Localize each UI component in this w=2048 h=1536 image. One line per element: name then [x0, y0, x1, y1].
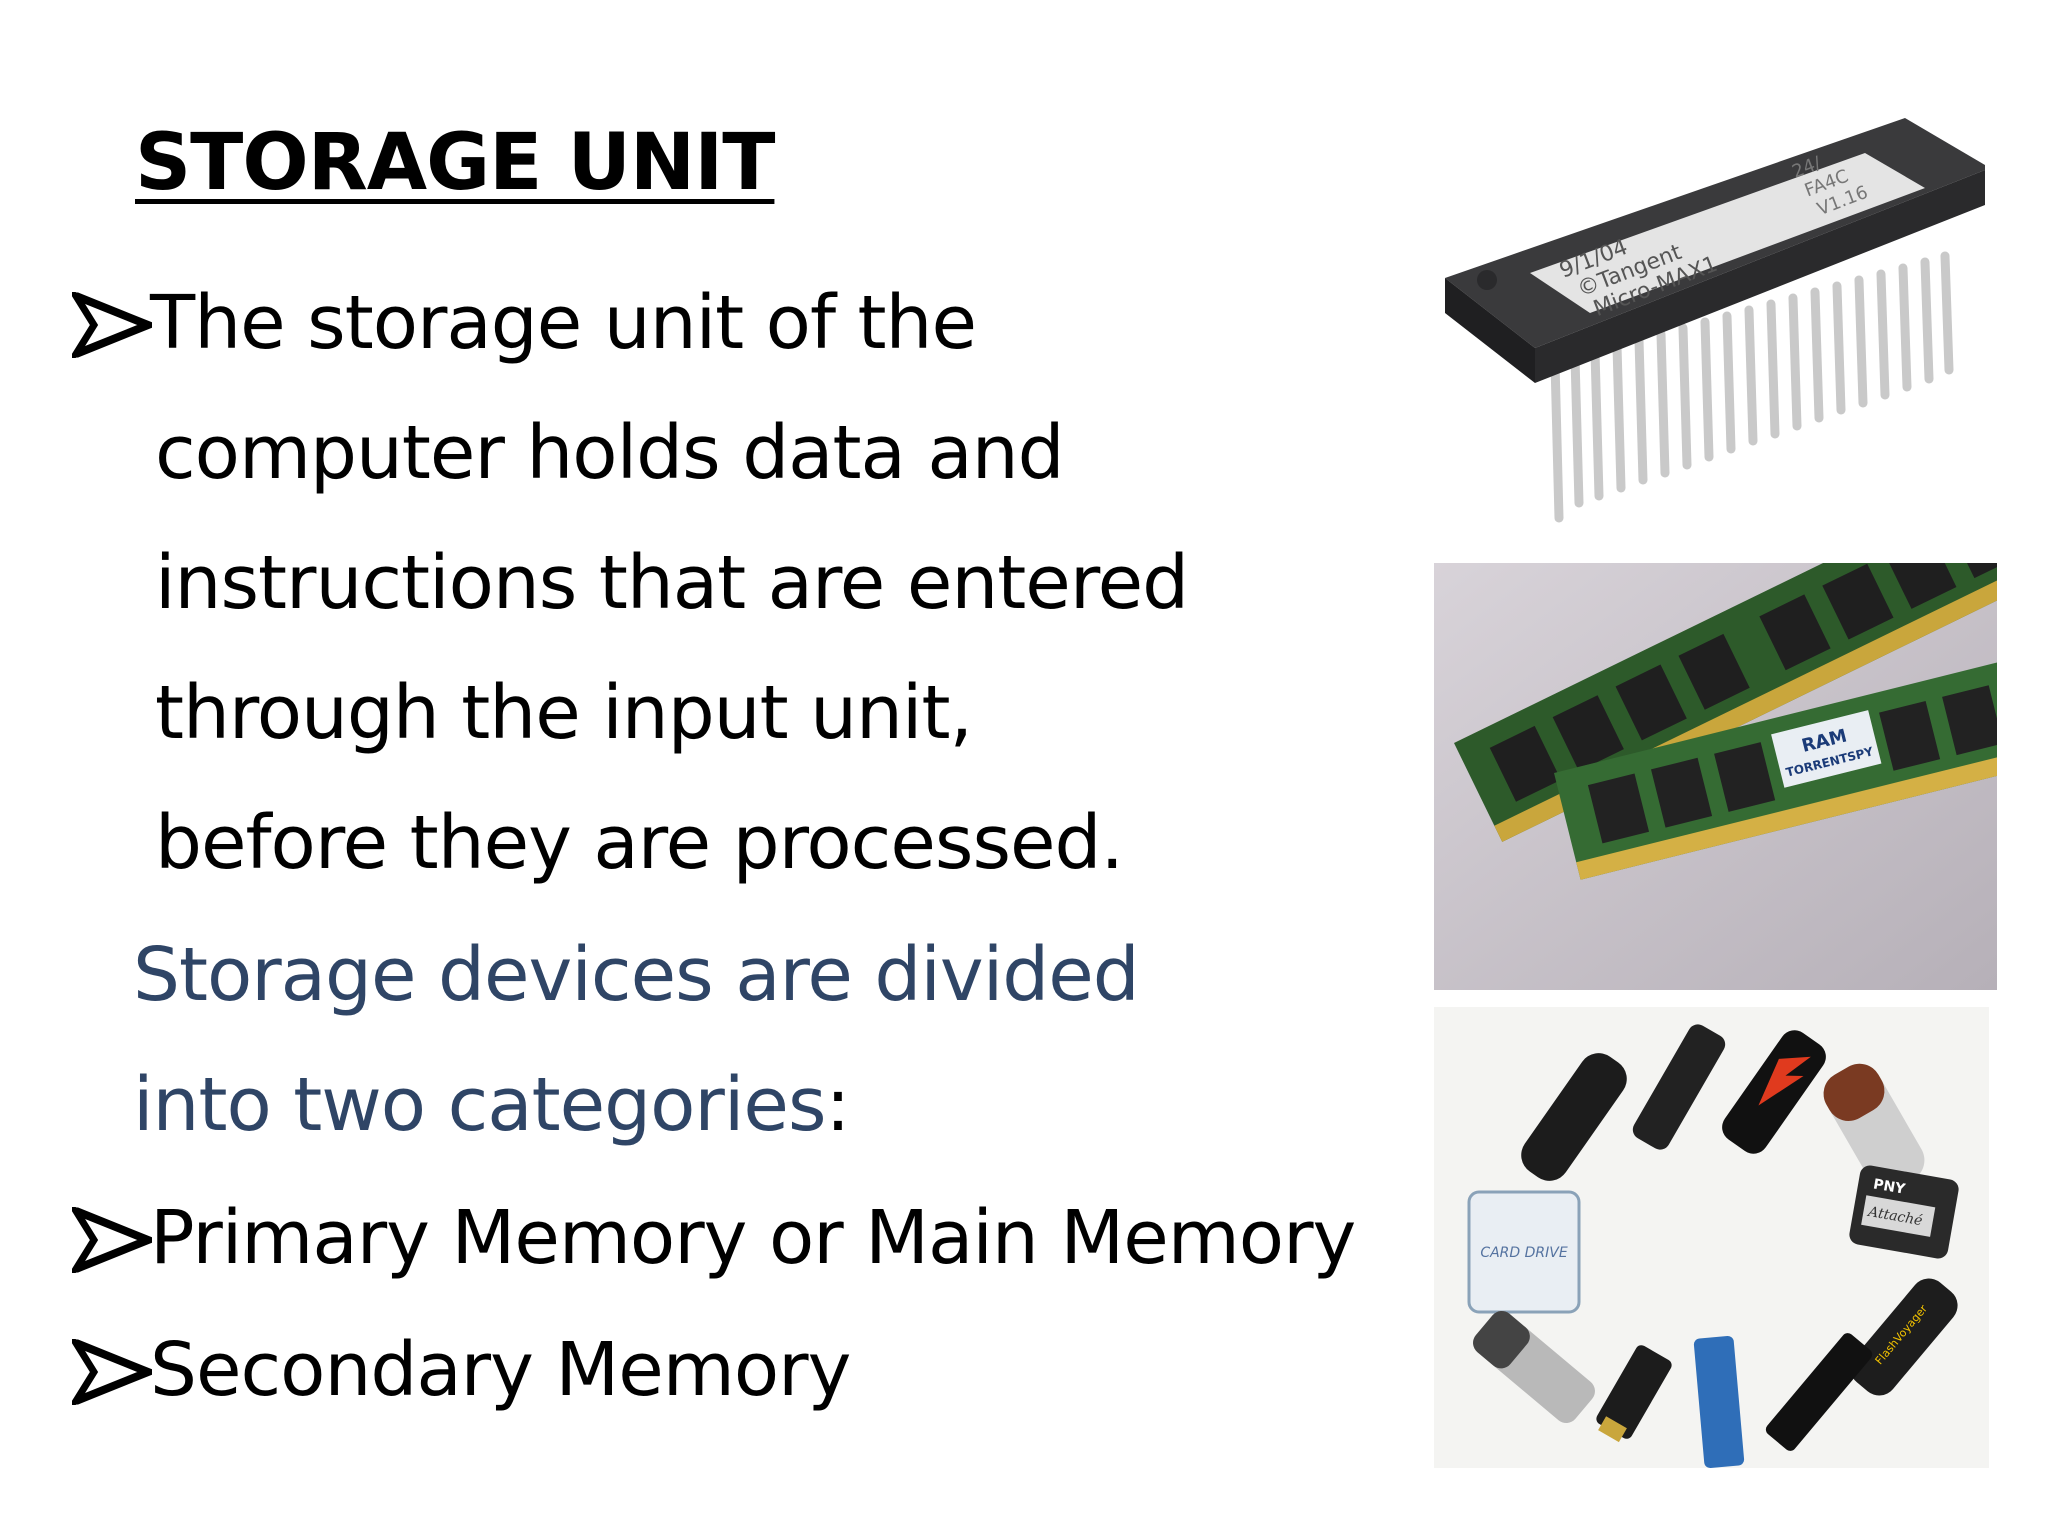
bullet1-line1: The storage unit of the — [150, 280, 977, 366]
bullet1-line4: through the input unit, — [155, 670, 973, 756]
categories-line2-text: into two categories — [133, 1062, 826, 1148]
categories-line2: into two categories: — [133, 1062, 851, 1148]
categories-line1: Storage devices are divided — [133, 932, 1140, 1018]
pny-label: PNY — [1872, 1176, 1907, 1197]
arrow-bullet-icon — [72, 1207, 152, 1273]
bullet1-line3: instructions that are entered — [155, 540, 1189, 626]
bullet1-line2: computer holds data and — [155, 410, 1065, 496]
usb-drives-image: CARD DRIVE PNY Attaché FlashVoyager — [1434, 1007, 1989, 1468]
usb-drives-icon: CARD DRIVE PNY Attaché FlashVoyager — [1434, 1007, 1989, 1468]
bullet2-text: Primary Memory or Main Memory — [150, 1195, 1356, 1281]
arrow-bullet-icon — [72, 292, 152, 358]
categories-colon: : — [825, 1062, 851, 1148]
slide-title: STORAGE UNIT — [135, 118, 775, 208]
bullet3-text: Secondary Memory — [150, 1327, 851, 1413]
bullet1-line5: before they are processed. — [155, 800, 1124, 886]
card-drive-label: CARD DRIVE — [1480, 1245, 1568, 1261]
dip-chip-icon: 9/1/04 ©Tangent Micro-MAX1 24/ FA4C V1.1… — [1445, 118, 1985, 523]
ram-modules-icon: RAM TORRENTSPY — [1434, 563, 1997, 990]
chip-image: 9/1/04 ©Tangent Micro-MAX1 24/ FA4C V1.1… — [1425, 108, 1985, 538]
arrow-bullet-icon — [72, 1339, 152, 1405]
ram-image: RAM TORRENTSPY — [1434, 563, 1997, 990]
